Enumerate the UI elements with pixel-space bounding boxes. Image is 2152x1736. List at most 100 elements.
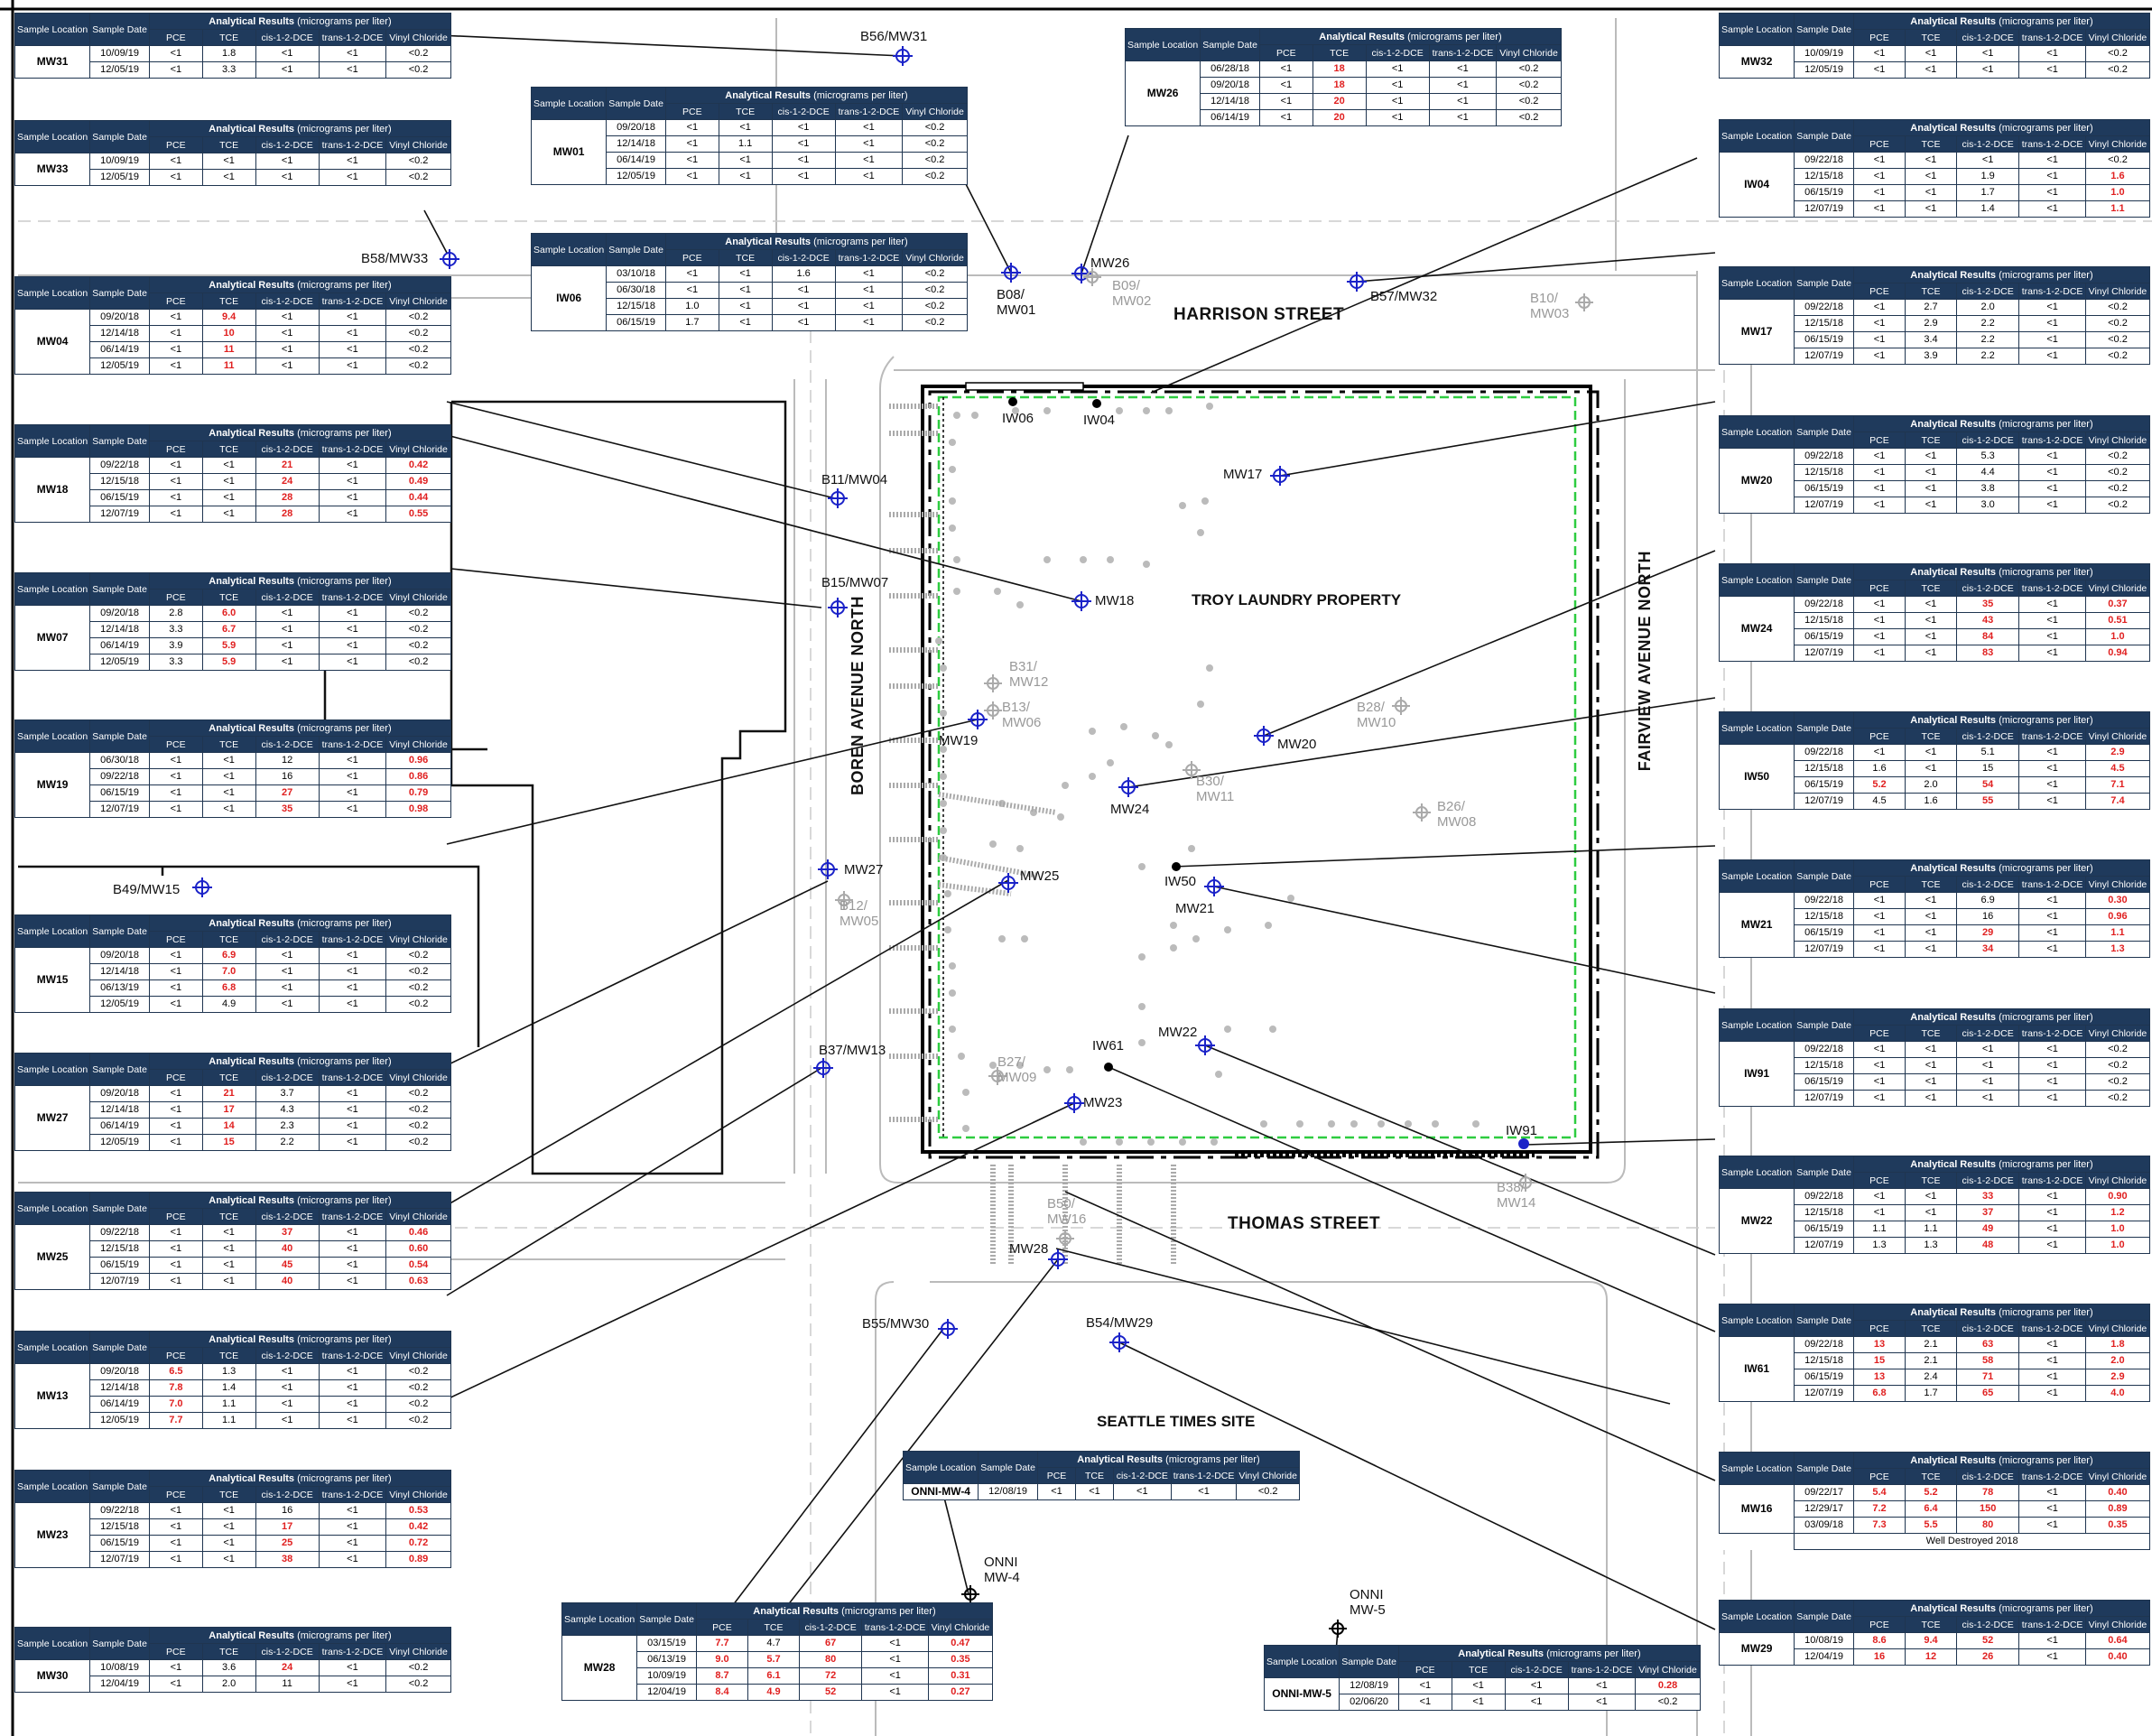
col-header-results: Analytical Results (micrograms per liter…	[1852, 1452, 2151, 1469]
col-header-date: Sample Date	[1794, 119, 1854, 153]
sample-date: 06/30/18	[89, 752, 150, 769]
result-value: <1	[148, 963, 203, 980]
result-value: <0.2	[2084, 1090, 2151, 1107]
sample-location: MW18	[14, 457, 91, 523]
col-header-analyte: cis-1-2-DCE	[771, 249, 836, 266]
col-header-analyte: cis-1-2-DCE	[1112, 1467, 1172, 1484]
sample-date: 09/22/18	[1794, 1336, 1854, 1353]
col-header-location: Sample Location	[14, 1331, 91, 1364]
result-value: <0.2	[385, 654, 451, 671]
sample-date: 12/07/19	[1794, 793, 1854, 810]
col-header-analyte: cis-1-2-DCE	[1955, 1025, 2020, 1042]
col-header-analyte: TCE	[718, 103, 773, 120]
sample-date: 09/22/18	[89, 768, 150, 785]
result-value: 4.0	[2084, 1385, 2151, 1402]
result-value: <1	[1905, 45, 1957, 62]
col-header-location: Sample Location	[14, 424, 91, 458]
col-header-analyte: trans-1-2-DCE	[318, 1069, 387, 1086]
result-value: <1	[1567, 1694, 1637, 1711]
result-value: <1	[318, 784, 387, 802]
result-value: <1	[771, 314, 836, 331]
sample-date: 12/14/18	[89, 963, 150, 980]
col-header-date: Sample Date	[978, 1451, 1038, 1484]
result-value: <1	[1852, 924, 1906, 942]
sample-date: 06/15/19	[89, 784, 150, 802]
table-row: 12/05/19<1<1<1<1<0.2	[532, 168, 968, 185]
result-value: <1	[1905, 1041, 1957, 1058]
result-value: <0.2	[2084, 448, 2151, 465]
result-value: <1	[255, 169, 320, 186]
result-value: 80	[1955, 1517, 2020, 1534]
result-value: <1	[1905, 612, 1957, 629]
result-value: <1	[148, 1502, 203, 1519]
result-value: <1	[1428, 93, 1498, 110]
table-note: Well Destroyed 2018	[1794, 1533, 2150, 1550]
sample-date: 06/15/19	[1794, 184, 1854, 201]
result-value: <1	[318, 1273, 387, 1290]
col-header-analyte: TCE	[201, 1208, 256, 1225]
result-value: 1.3	[201, 1363, 256, 1380]
table-row: 12/05/19<1<1<1<1<0.2	[15, 169, 451, 186]
result-value: <1	[1905, 908, 1957, 925]
col-header-analyte: cis-1-2-DCE	[255, 931, 320, 948]
result-value: <1	[1451, 1677, 1506, 1694]
sample-date: 12/15/18	[1794, 760, 1854, 777]
col-header-date: Sample Date	[89, 276, 150, 310]
result-value: 2.8	[148, 605, 203, 622]
result-value: 11	[255, 1676, 320, 1693]
col-header-results: Analytical Results (micrograms per liter…	[148, 1627, 452, 1644]
result-value: <1	[2018, 200, 2086, 218]
col-header-analyte: trans-1-2-DCE	[2018, 135, 2086, 153]
well-label: B31/ MW12	[1009, 659, 1049, 690]
result-value: <1	[2018, 348, 2086, 365]
result-value: <1	[255, 654, 320, 671]
col-header-analyte: cis-1-2-DCE	[255, 136, 320, 153]
result-value: 16	[255, 1502, 320, 1519]
col-header-analyte: Vinyl Chloride	[385, 589, 451, 606]
result-value: <1	[255, 61, 320, 79]
result-value: <1	[718, 119, 773, 136]
col-header-analyte: TCE	[201, 1643, 256, 1660]
result-value: <1	[1905, 744, 1957, 761]
troy-laundry-label: TROY LAUNDRY PROPERTY	[1192, 591, 1402, 608]
sample-location: IW06	[530, 265, 608, 331]
result-value: 3.8	[1955, 480, 2020, 497]
result-value: <1	[1397, 1677, 1452, 1694]
result-value: 1.8	[2084, 1336, 2151, 1353]
result-value: <0.2	[385, 621, 451, 638]
result-value: <1	[2018, 1073, 2086, 1091]
sample-date: 12/15/18	[1794, 1204, 1854, 1221]
result-value: <1	[1905, 184, 1957, 201]
result-value: <1	[255, 963, 320, 980]
result-value: <1	[318, 357, 387, 375]
col-header-analyte: cis-1-2-DCE	[1955, 283, 2020, 300]
result-value: 25	[255, 1535, 320, 1552]
col-header-location: Sample Location	[561, 1602, 638, 1636]
result-value: <1	[2018, 1352, 2086, 1369]
result-value: 1.1	[718, 135, 773, 153]
result-value: <1	[2018, 1517, 2086, 1534]
result-value: 12	[1905, 1648, 1957, 1666]
sample-date: 12/15/18	[1794, 464, 1854, 481]
result-value: <0.2	[1496, 77, 1562, 94]
result-value: <1	[1397, 1694, 1452, 1711]
well-label: B38/ MW14	[1497, 1180, 1536, 1211]
col-header-analyte: cis-1-2-DCE	[771, 103, 836, 120]
result-value: <1	[664, 135, 719, 153]
result-value: <1	[2018, 1057, 2086, 1074]
col-header-analyte: TCE	[1905, 135, 1957, 153]
sample-location: MW27	[14, 1085, 91, 1151]
result-value: 18	[1312, 77, 1367, 94]
result-value: 1.6	[1905, 793, 1957, 810]
result-value: <1	[318, 1101, 387, 1119]
